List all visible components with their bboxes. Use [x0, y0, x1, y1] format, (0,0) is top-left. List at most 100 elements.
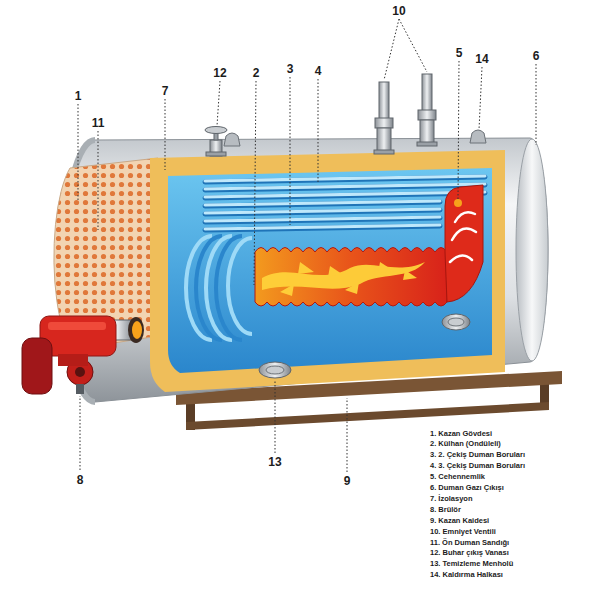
- safety-valve: [418, 110, 436, 120]
- leader-line: [80, 396, 81, 470]
- cleaning-manhole: [442, 314, 470, 330]
- callout-number: 1: [75, 89, 82, 103]
- key-entry: 1. Kazan Gövdesi: [430, 429, 492, 438]
- callout-number: 12: [213, 66, 226, 80]
- flue-swirl: [450, 212, 476, 262]
- smoke-tubes: [205, 201, 440, 205]
- callout-number: 10: [392, 4, 405, 18]
- key-entry: 4. 3. Çekiş Duman Boruları: [430, 461, 525, 470]
- key-entry: 13. Temizleme Menholü: [430, 559, 513, 568]
- leader-line: [290, 77, 291, 225]
- key-entry: 11. Ön Duman Sandığı: [430, 538, 509, 547]
- lifting-lug: [470, 130, 486, 143]
- smoke-tubes: [205, 218, 440, 222]
- flue-swirl: [455, 212, 475, 222]
- callout-number: 4: [315, 64, 322, 78]
- smoke-tubes: [205, 202, 440, 206]
- furnace-rings: [196, 236, 222, 340]
- key-entry: 7. İzolasyon: [430, 494, 473, 503]
- lifting-lug: [224, 133, 240, 146]
- callout-number: 11: [92, 116, 105, 130]
- key-entry: 2. Külhan (Ondüleli): [430, 439, 501, 448]
- flue-swirl: [450, 255, 472, 262]
- leader-line: [458, 61, 459, 200]
- smoke-tubes: [205, 217, 440, 221]
- callout-number: 9: [344, 474, 351, 488]
- key-entry: 5. Cehennemlik: [430, 472, 485, 481]
- steam-valve: [205, 127, 227, 157]
- flue-swirl: [452, 228, 476, 240]
- smoke-tubes: [205, 185, 485, 190]
- key-entry: 12. Buhar çıkış Vanası: [430, 548, 509, 557]
- furnace-rings: [186, 236, 212, 340]
- leader-line: [78, 19, 536, 472]
- callout-number: 3: [287, 62, 294, 76]
- leader-line: [78, 104, 79, 200]
- smoke-tubes: [205, 192, 485, 197]
- leader-line: [217, 81, 220, 126]
- furnace: [255, 248, 447, 307]
- safety-valve: [374, 74, 437, 154]
- safety-valve: [374, 150, 394, 154]
- safety-valve: [420, 120, 434, 144]
- steam-valve: [205, 127, 227, 134]
- cleaning-manhole: [266, 366, 284, 374]
- flame: [280, 262, 417, 296]
- flue-swirl: [454, 199, 462, 207]
- key-entry: 14. Kaldırma Halkası: [430, 570, 503, 579]
- cleaning-manhole: [259, 314, 470, 378]
- callout-number: 14: [475, 52, 488, 66]
- burner: [76, 384, 84, 394]
- key-entry: 6. Duman Gazı Çıkışı: [430, 483, 504, 492]
- leader-line: [275, 380, 276, 453]
- callout-number: 5: [456, 46, 463, 60]
- cleaning-manhole: [448, 318, 464, 326]
- leader-line: [384, 19, 399, 80]
- leader-line: [254, 81, 256, 285]
- smoke-tubes: [205, 225, 440, 229]
- leader-line: [98, 131, 99, 230]
- leader-line: [347, 398, 348, 472]
- leader-line: [536, 64, 537, 145]
- smoke-tubes: [205, 193, 485, 198]
- burner: [128, 317, 144, 343]
- steam-valve: [206, 152, 226, 156]
- safety-valve: [377, 128, 391, 152]
- burner: [58, 354, 88, 366]
- callout-number: 2: [253, 66, 260, 80]
- flame: [262, 262, 425, 296]
- smoke-tubes: [205, 177, 485, 182]
- furnace-rings: [228, 238, 252, 334]
- leader-line: [318, 79, 319, 182]
- key-entry: 9. Kazan Kaidesi: [430, 516, 489, 525]
- smoke-tubes: [205, 176, 485, 230]
- burner: [75, 367, 85, 377]
- insulation: [150, 150, 505, 392]
- callout-number: 8: [77, 473, 84, 487]
- burner: [132, 321, 142, 339]
- callout-number: 6: [533, 49, 540, 63]
- cleaning-manhole: [259, 362, 291, 378]
- key-entry: 10. Emniyet Ventili: [430, 527, 496, 536]
- leader-line: [399, 19, 427, 72]
- lifting-lug: [224, 130, 486, 146]
- smoke-tubes: [205, 210, 440, 214]
- furnace-rings: [186, 236, 252, 340]
- burner: [48, 322, 106, 330]
- safety-valve: [375, 118, 393, 128]
- callout-number: 13: [268, 455, 281, 469]
- callout-number: 7: [162, 84, 169, 98]
- smoke-tubes: [205, 226, 440, 230]
- safety-valve: [417, 142, 437, 146]
- key-entry: 3. 2. Çekiş Duman Boruları: [430, 450, 525, 459]
- leader-line: [479, 67, 482, 130]
- burner: [22, 338, 52, 394]
- smoke-tubes: [205, 176, 485, 181]
- smoke-tubes: [205, 209, 440, 213]
- boiler-base: [186, 402, 549, 430]
- water-space: [168, 168, 492, 373]
- flue-gas-outlet-end: [516, 139, 548, 361]
